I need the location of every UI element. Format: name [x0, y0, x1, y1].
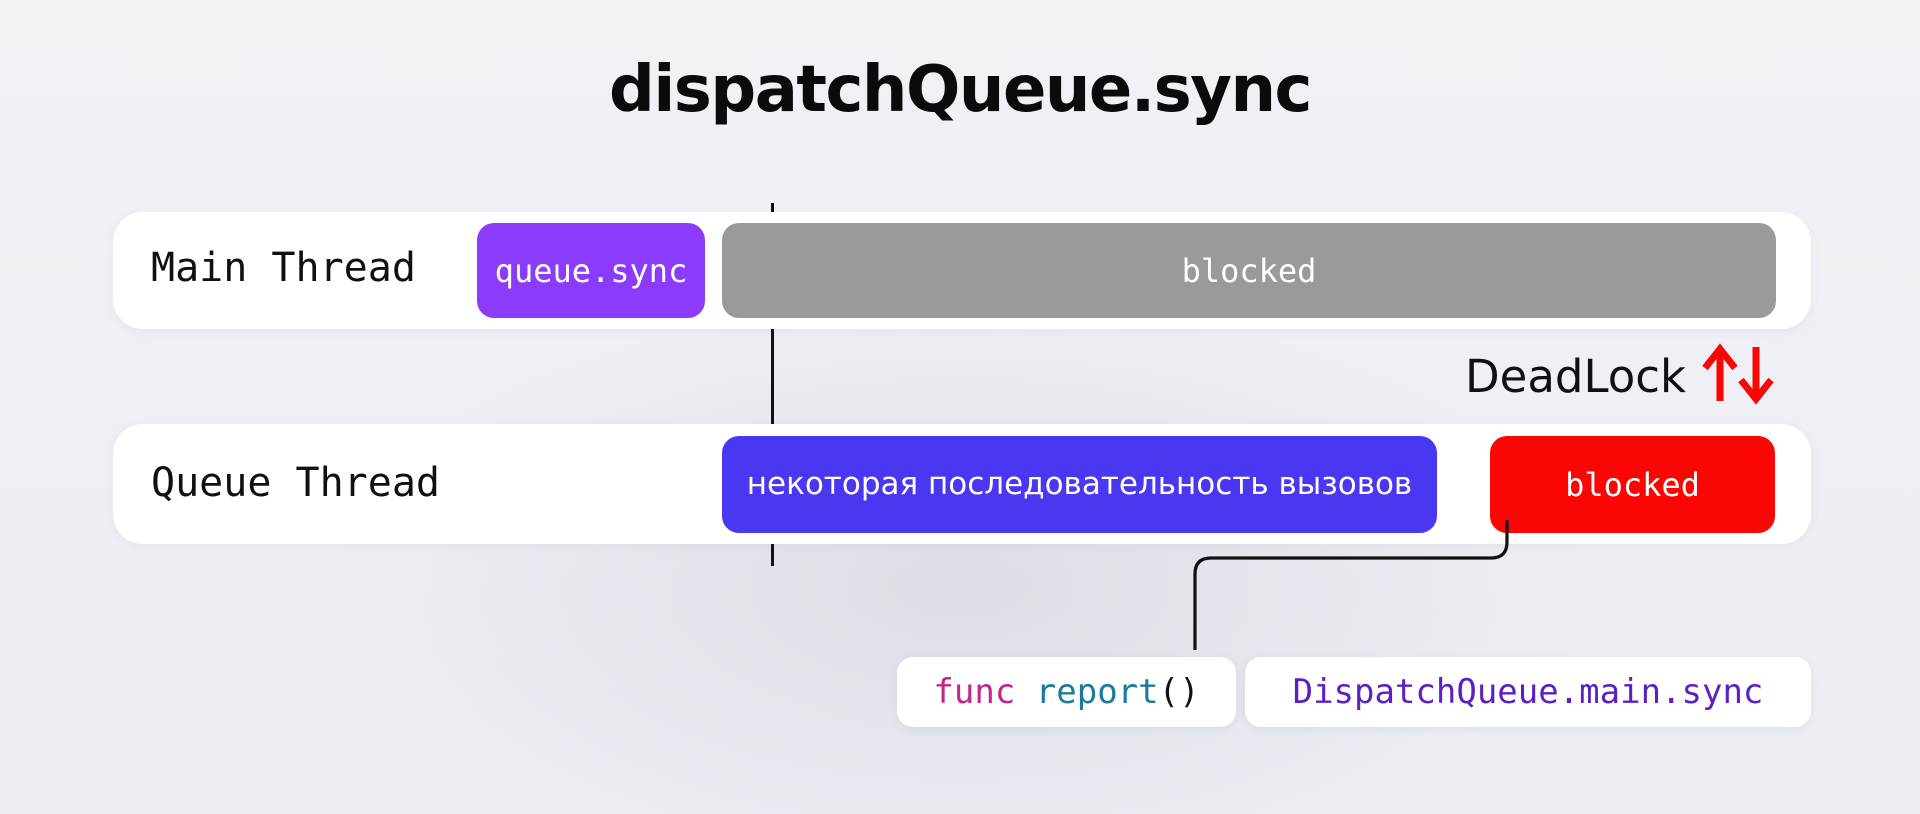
deadlock-label: DeadLock	[1465, 349, 1687, 403]
bar-call-sequence[interactable]: некоторая последовательность вызовов	[722, 436, 1437, 533]
token-parentheses: ()	[1158, 672, 1200, 712]
bar-queue-sync[interactable]: queue.sync	[477, 223, 705, 318]
token-space	[1015, 672, 1035, 712]
lane-label-queue-thread: Queue Thread	[151, 460, 440, 506]
deadlock-annotation: DeadLock	[1465, 342, 1778, 405]
code-chip-dispatchqueue-main-sync[interactable]: DispatchQueue.main.sync	[1245, 657, 1811, 727]
lane-main-thread: Main Thread queue.sync blocked	[113, 212, 1811, 329]
lane-label-main-thread: Main Thread	[151, 245, 416, 291]
token-identifier-report: report	[1035, 672, 1159, 712]
bar-blocked-main-thread[interactable]: blocked	[722, 223, 1776, 318]
up-down-arrows-icon	[1700, 342, 1778, 410]
sync-boundary-divider	[771, 203, 774, 566]
token-keyword-func: func	[933, 672, 1016, 712]
bar-blocked-queue-thread[interactable]: blocked	[1490, 436, 1775, 533]
connector-line	[1100, 520, 1560, 675]
code-chip-func-report[interactable]: func report ()	[897, 657, 1236, 727]
page-title: dispatchQueue.sync	[609, 53, 1312, 127]
lane-queue-thread: Queue Thread некоторая последовательност…	[113, 424, 1811, 544]
